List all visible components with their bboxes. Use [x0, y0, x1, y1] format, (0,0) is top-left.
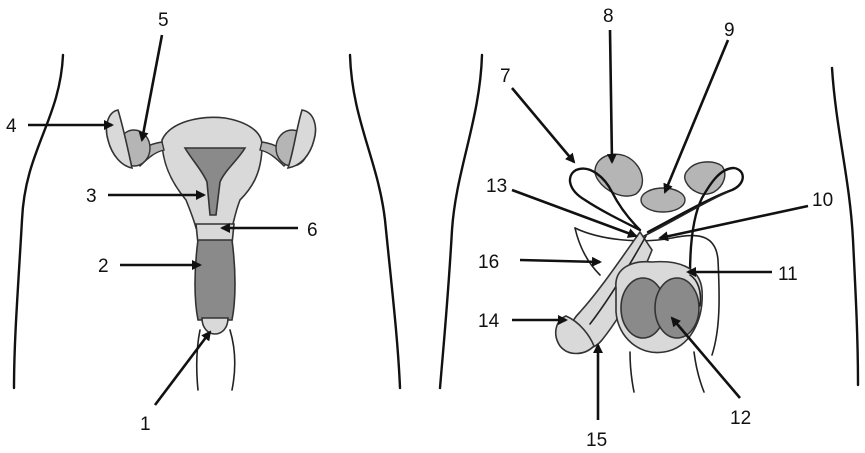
- arrows: [28, 30, 808, 420]
- label-11: 11: [778, 264, 798, 285]
- male-body-outline-right: [832, 68, 858, 385]
- label-9: 9: [724, 20, 735, 41]
- arrow-10: [660, 206, 808, 238]
- seminal-vesicle-right: [685, 162, 725, 194]
- seminal-vesicle-left: [595, 154, 642, 196]
- label-7: 7: [500, 66, 511, 87]
- arrow-1: [155, 332, 210, 405]
- label-8: 8: [603, 6, 614, 27]
- label-10: 10: [812, 190, 833, 211]
- thigh-line-left: [630, 352, 634, 392]
- arrow-12: [672, 318, 740, 398]
- vulva-line-left: [197, 330, 200, 390]
- label-16: 16: [478, 252, 499, 273]
- female-figure: [14, 55, 400, 390]
- vagina: [195, 240, 235, 320]
- female-body-outline-right: [350, 55, 400, 388]
- arrow-13: [512, 190, 636, 236]
- testis-right: [655, 278, 699, 338]
- label-1: 1: [140, 414, 151, 435]
- male-figure: [440, 55, 858, 392]
- label-15: 15: [586, 430, 607, 451]
- arrow-7: [512, 88, 574, 162]
- label-5: 5: [158, 10, 169, 31]
- label-6: 6: [307, 220, 318, 241]
- label-13: 13: [486, 176, 507, 197]
- thigh-line-right: [694, 352, 704, 392]
- male-body-outline-left: [440, 55, 482, 388]
- arrow-5: [142, 35, 162, 140]
- arrow-8: [610, 30, 612, 162]
- vulva-line-right: [230, 330, 235, 390]
- prostate: [641, 188, 685, 212]
- label-4: 4: [6, 116, 17, 137]
- female-body-outline-left: [14, 55, 63, 388]
- label-2: 2: [98, 256, 109, 277]
- label-3: 3: [86, 186, 97, 207]
- label-12: 12: [730, 408, 751, 429]
- vaginal-opening: [202, 318, 228, 334]
- label-14: 14: [478, 311, 500, 332]
